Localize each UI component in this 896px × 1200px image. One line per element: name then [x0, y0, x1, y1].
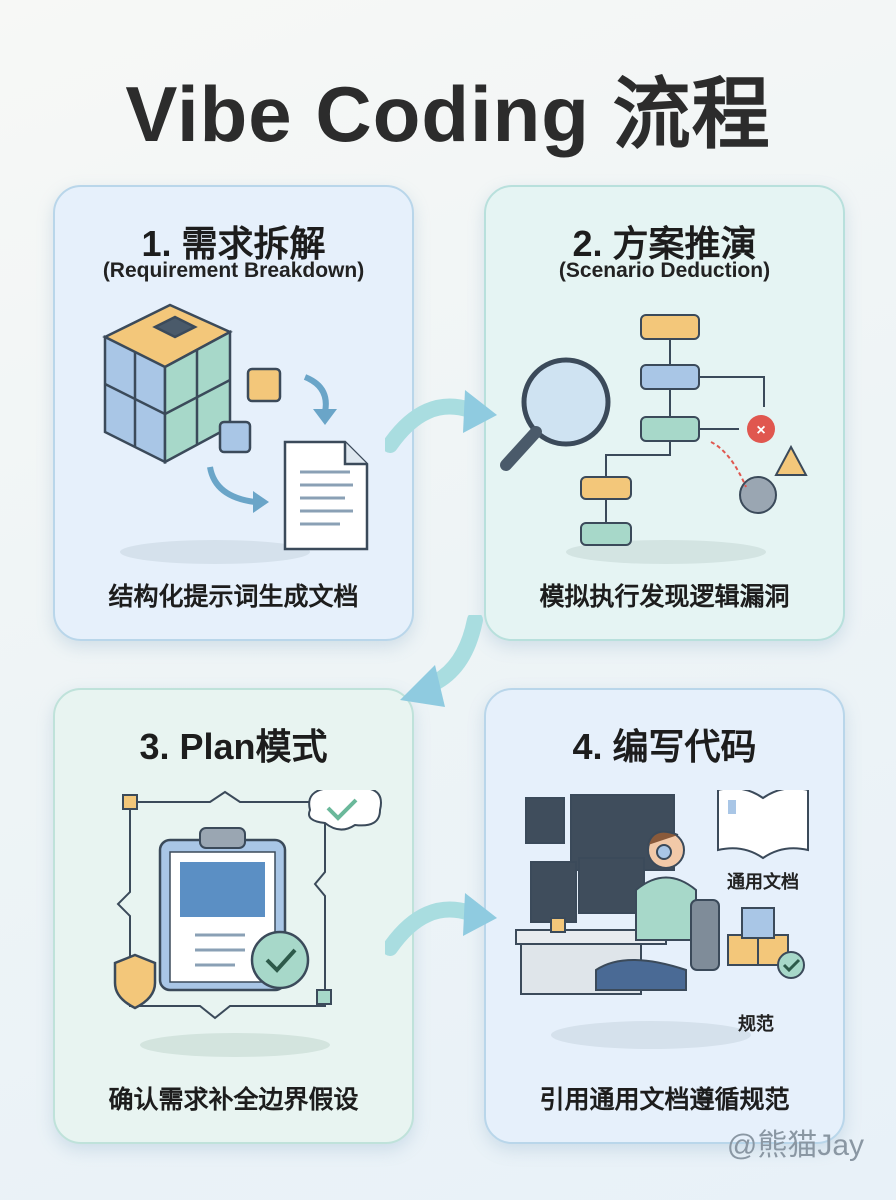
check-circle-icon	[777, 951, 805, 979]
puzzle-cube-to-document-illustration	[102, 303, 369, 564]
flowchart-magnifier-illustration: ×	[500, 314, 808, 564]
step-title: 2. 方案推演	[572, 223, 757, 264]
flow-arrow-3-to-4	[385, 893, 497, 956]
docs-label: 通用文档	[727, 871, 799, 892]
clipboard-plan-illustration	[113, 790, 382, 1057]
warning-icon	[774, 444, 808, 476]
standards-label: 规范	[738, 1013, 774, 1034]
gear-icon	[739, 476, 777, 514]
magnifier-icon	[500, 357, 611, 471]
step-title: 4. 编写代码	[572, 726, 757, 767]
flow-arrow-2-to-3	[400, 615, 483, 707]
arrow-icon	[303, 374, 329, 413]
step-subtitle: (Scenario Deduction)	[558, 259, 771, 282]
open-book-icon	[717, 790, 809, 860]
step-caption: 模拟执行发现逻辑漏洞	[539, 583, 790, 611]
step-card-scenario-deduction: 2. 方案推演 (Scenario Deduction) × 模拟执行发现逻辑漏…	[484, 185, 845, 641]
step-card-plan-mode: 3. Plan模式 确认需求补全边界假设	[53, 688, 414, 1144]
error-icon	[747, 415, 775, 443]
flow-arrow-1-to-2	[385, 390, 497, 453]
shield-icon	[113, 953, 157, 1010]
check-circle-icon	[250, 930, 310, 990]
blocks-icon	[727, 907, 789, 966]
puzzle-cube-icon	[102, 303, 233, 465]
developer-at-desk-illustration: 通用文档 规范	[515, 790, 809, 1049]
watermark: @熊猫Jay	[726, 1129, 864, 1162]
step-card-requirement-breakdown: 1. 需求拆解 (Requirement Breakdown) 结构化提示词生成…	[53, 185, 414, 641]
flowchart	[580, 314, 765, 546]
mug-icon	[550, 917, 566, 933]
step-card-write-code: 4. 编写代码 通用文档	[484, 688, 845, 1144]
developer-icon	[595, 830, 720, 991]
step-subtitle: (Requirement Breakdown)	[102, 259, 365, 282]
puzzle-piece-icon	[218, 420, 252, 454]
arrow-icon	[207, 466, 256, 505]
step-caption: 结构化提示词生成文档	[108, 583, 359, 611]
step-caption: 确认需求补全边界假设	[108, 1086, 359, 1114]
step-title: 3. Plan模式	[139, 726, 328, 767]
page-title: Vibe Coding 流程	[125, 70, 771, 158]
svg-text:×: ×	[756, 422, 765, 439]
document-icon	[283, 440, 369, 551]
step-title: 1. 需求拆解	[141, 223, 326, 264]
step-caption: 引用通用文档遵循规范	[539, 1086, 790, 1114]
puzzle-piece-icon	[246, 367, 282, 403]
monitors-icon	[515, 794, 675, 995]
